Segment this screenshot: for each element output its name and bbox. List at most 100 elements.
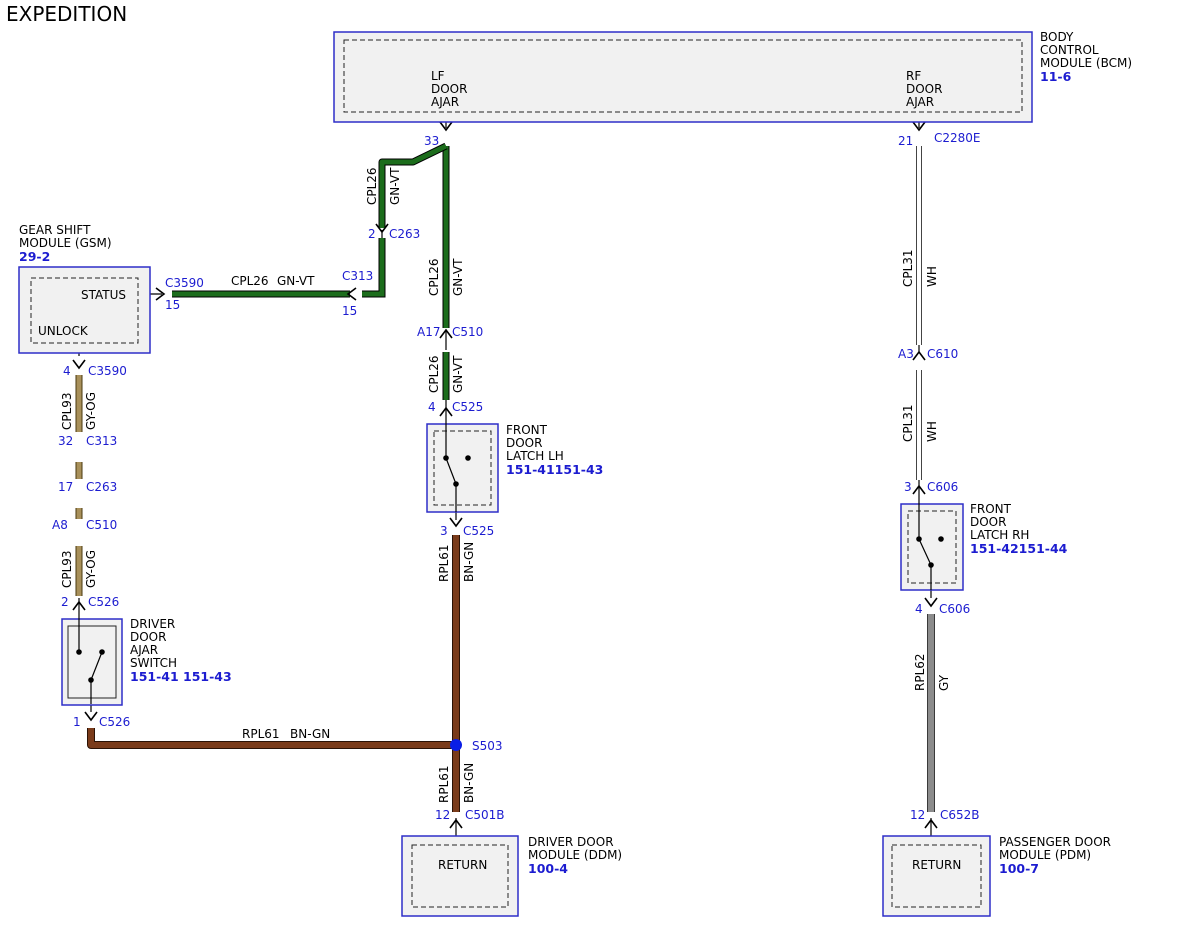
latch-lh-name-3: LATCH LH (506, 449, 564, 463)
pin-c510-v: A8 (52, 518, 68, 532)
connector-c510-v: C510 (86, 518, 117, 532)
module-pdm: RETURN (882, 835, 991, 917)
latch-lh-ref: 151-41151-43 (506, 462, 603, 477)
bcm-ref: 11-6 (1040, 69, 1072, 84)
latch-rh-name-3: LATCH RH (970, 528, 1029, 542)
wire-label-cpl93-b-circuit: CPL93 (60, 550, 74, 588)
connector-c526-top: C526 (88, 595, 119, 609)
wire-label-cpl26-b-color: GN-VT (451, 258, 465, 296)
gsm-ref: 29-2 (19, 249, 50, 264)
wire-label-cpl26-a-circuit: CPL26 (365, 167, 379, 205)
ddm-name-1: DRIVER DOOR (528, 835, 614, 849)
wire-label-cpl31-a-circuit: CPL31 (901, 249, 915, 287)
ddm-ref: 100-4 (528, 861, 568, 876)
pin-c3590-unlock: 4 (63, 364, 71, 378)
connector-c263-v: C263 (86, 480, 117, 494)
latch-rh-name-1: FRONT (970, 502, 1012, 516)
module-gsm: STATUS UNLOCK (18, 266, 151, 354)
module-ajar-switch (61, 615, 123, 706)
pin-c510-lh: A17 (417, 325, 440, 339)
pin-c525-top: 4 (428, 400, 436, 414)
wire-label-rpl61-b-circuit: RPL61 (437, 765, 451, 803)
wire-layer (75, 112, 935, 836)
pin-bcm-rf: 21 (898, 134, 913, 148)
bcm-lf-label-2: DOOR (431, 82, 467, 96)
wire-label-cpl26-h-circuit: CPL26 (231, 274, 269, 288)
bcm-rf-label-2: DOOR (906, 82, 942, 96)
bcm-lf-label-1: LF (431, 69, 445, 83)
wire-label-cpl31-b-color: WH (925, 421, 939, 442)
connector-c652b: C652B (940, 808, 980, 822)
ddm-name-2: MODULE (DDM) (528, 848, 622, 862)
gsm-name-2: MODULE (GSM) (19, 236, 112, 250)
bcm-name-3: MODULE (BCM) (1040, 56, 1132, 70)
wire-label-cpl93-a-color: GY-OG (84, 392, 98, 430)
wire-labels: CPL26 GN-VT CPL26 GN-VT CPL26 GN-VT CPL2… (60, 167, 951, 803)
wire-label-rpl61-b-color: BN-GN (462, 763, 476, 803)
wire-label-cpl26-c-color: GN-VT (451, 355, 465, 393)
connector-c263-top: C263 (389, 227, 420, 241)
latch-rh-name-2: DOOR (970, 515, 1006, 529)
wire-label-rpl62-circuit: RPL62 (913, 653, 927, 691)
bcm-lf-label-3: AJAR (431, 95, 459, 109)
pin-c606-top: 3 (904, 480, 912, 494)
splice-s503 (450, 739, 462, 751)
pin-c3590-status: 15 (165, 298, 180, 312)
ajar-switch-name-1: DRIVER (130, 617, 175, 631)
connector-c606-top: C606 (927, 480, 958, 494)
module-ddm: RETURN (401, 835, 519, 917)
bcm-rf-label-3: AJAR (906, 95, 934, 109)
diagram-title: EXPEDITION (6, 2, 127, 26)
wire-label-rpl61-a-circuit: RPL61 (437, 544, 451, 582)
pin-c526-bot: 1 (73, 715, 81, 729)
wire-label-rpl61-h-color: BN-GN (290, 727, 330, 741)
gsm-status-label: STATUS (81, 288, 126, 302)
gsm-unlock-label: UNLOCK (38, 324, 89, 338)
ajar-switch-name-4: SWITCH (130, 656, 177, 670)
connector-c313-left: C313 (342, 269, 373, 283)
connector-c510-lh: C510 (452, 325, 483, 339)
ddm-inner-label: RETURN (438, 858, 487, 872)
module-latch-lh (426, 420, 499, 513)
connector-c313-v: C313 (86, 434, 117, 448)
wire-label-cpl31-b-circuit: CPL31 (901, 404, 915, 442)
connector-c501b: C501B (465, 808, 505, 822)
pin-c606-bot: 4 (915, 602, 923, 616)
module-latch-rh (900, 500, 964, 591)
connector-c525-top: C525 (452, 400, 483, 414)
wire-label-cpl26-a-color: GN-VT (388, 167, 402, 205)
pin-c501b: 12 (435, 808, 450, 822)
connector-labels: 33 21 C2280E 2 C263 C3590 15 C313 15 A17… (52, 131, 981, 822)
pin-c525-bot: 3 (440, 524, 448, 538)
latch-rh-ref: 151-42151-44 (970, 541, 1068, 556)
wire-label-rpl61-h-circuit: RPL61 (242, 727, 280, 741)
bcm-name-2: CONTROL (1040, 43, 1099, 57)
bcm-rf-label-1: RF (906, 69, 921, 83)
connector-c526-bot: C526 (99, 715, 130, 729)
wire-label-cpl26-h-color: GN-VT (277, 274, 315, 288)
connector-arrows (72, 121, 938, 829)
pdm-ref: 100-7 (999, 861, 1039, 876)
module-bcm: LF DOOR AJAR RF DOOR AJAR (333, 31, 1033, 123)
pdm-inner-label: RETURN (912, 858, 961, 872)
connector-c606-bot: C606 (939, 602, 970, 616)
splice-s503-label: S503 (472, 739, 503, 753)
wire-rpl61-bn-gn (87, 535, 460, 812)
ajar-switch-ref-a: 151-41 (130, 669, 179, 684)
ajar-switch-name-3: AJAR (130, 643, 158, 657)
connector-c525-bot: C525 (463, 524, 494, 538)
pin-c263-v: 17 (58, 480, 73, 494)
connector-c3590-unlock: C3590 (88, 364, 127, 378)
pdm-name-1: PASSENGER DOOR (999, 835, 1111, 849)
wire-cpl26-gn-vt-branch (172, 142, 448, 298)
latch-lh-name-2: DOOR (506, 436, 542, 450)
pin-c610: A3 (898, 347, 914, 361)
wire-label-rpl62-color: GY (937, 674, 951, 691)
pin-c652b: 12 (910, 808, 925, 822)
pin-c313-v: 32 (58, 434, 73, 448)
pin-bcm-lf: 33 (424, 134, 439, 148)
gsm-name-1: GEAR SHIFT (19, 223, 91, 237)
wire-label-cpl93-b-color: GY-OG (84, 550, 98, 588)
wire-label-cpl26-c-circuit: CPL26 (427, 355, 441, 393)
